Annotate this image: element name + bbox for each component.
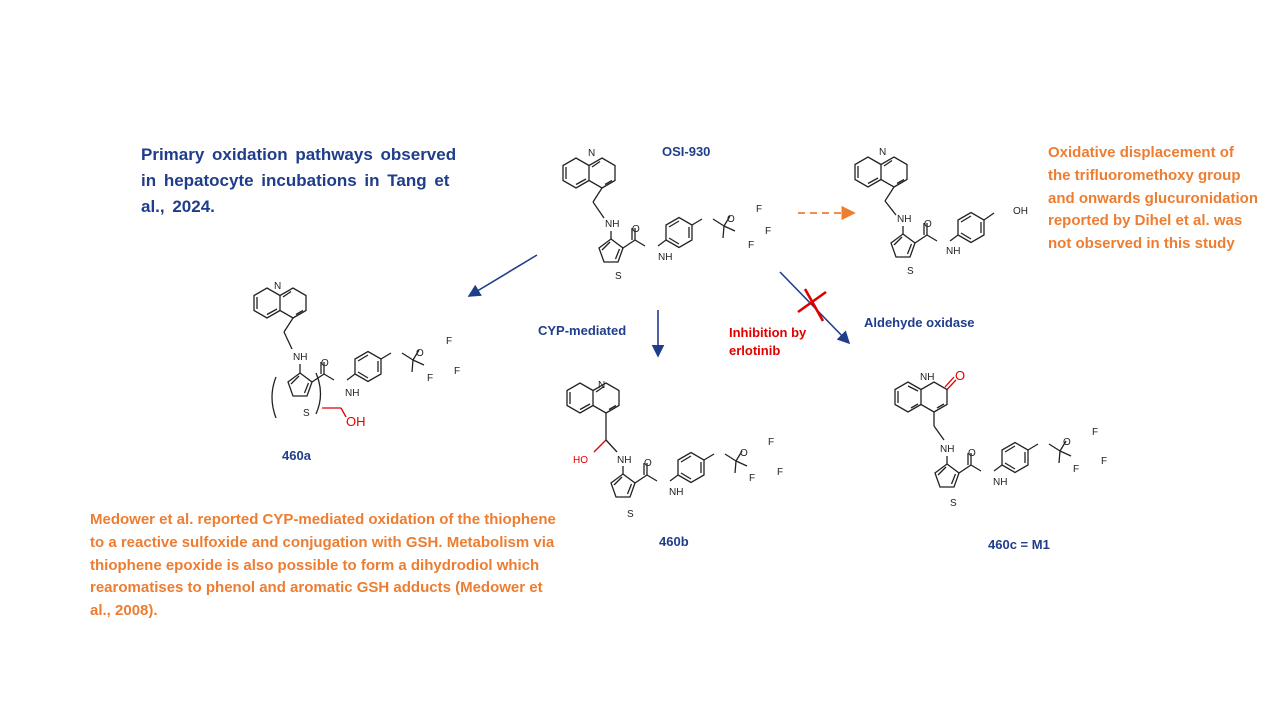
460b-thiophene-s: S (627, 509, 634, 520)
460b-structure: N HO NH S O NH O F F F (566, 380, 783, 520)
phenol-oh: OH (1013, 206, 1028, 217)
460b-amine-nh: NH (617, 455, 631, 466)
phenol-quinoline-n: N (879, 147, 886, 158)
osi930-carbonyl-o: O (632, 224, 640, 235)
460b-quinoline-n: N (598, 380, 605, 391)
460c-amide-o: O (968, 448, 976, 459)
460a-f1: F (446, 336, 452, 347)
phenol-amide-nh: NH (946, 246, 960, 257)
460a-hydroxyl: OH (346, 414, 366, 429)
460b-amide-nh: NH (669, 487, 683, 498)
osi930-f3: F (748, 240, 754, 251)
460c-ether-o: O (1063, 437, 1071, 448)
arrow-to-460a (467, 254, 538, 297)
phenol-thiophene-s: S (907, 266, 914, 277)
460b-f2: F (777, 467, 783, 478)
page-title: Primary oxidation pathways observed in h… (141, 145, 457, 216)
460c-carbonyl-o: O (955, 368, 965, 383)
460a-carbonyl-o: O (321, 358, 329, 369)
osi930-amine-nh: NH (605, 219, 619, 230)
460b-carbonyl-o: O (644, 458, 652, 469)
osi930-thiophene-s: S (615, 271, 622, 282)
osi930-f2: F (765, 226, 771, 237)
460a-thiophene-s: S (303, 408, 310, 419)
phenol-carbonyl-o: O (924, 219, 932, 230)
460b-f3: F (749, 473, 755, 484)
460c-thiophene-s: S (950, 498, 957, 509)
460a-f3: F (427, 373, 433, 384)
label-osi-930: OSI-930 (662, 144, 711, 159)
460b-f1: F (768, 437, 774, 448)
osi930-ether-o: O (727, 214, 735, 225)
460a-amine-nh: NH (293, 352, 307, 363)
osi930-f1: F (756, 204, 762, 215)
460a-quinoline-n: N (274, 281, 281, 292)
medower-note: Medower et al. reported CYP-mediated oxi… (90, 511, 556, 620)
label-460c: 460c = M1 (988, 537, 1050, 552)
460c-amide-nh: NH (993, 477, 1007, 488)
label-aldehyde-oxidase: Aldehyde oxidase (864, 315, 975, 330)
dihel-note: Oxidative displacement of the trifluorom… (1048, 144, 1258, 253)
osi-930-structure: N NH S O NH O F F F (562, 148, 771, 282)
460a-structure: N NH S O NH O F F F OH (253, 281, 460, 429)
label-460b: 460b (659, 534, 689, 549)
label-460a: 460a (282, 448, 311, 463)
inhibition-cross-icon (797, 288, 827, 322)
460c-amine-nh: NH (940, 444, 954, 455)
osi930-amide-nh: NH (658, 252, 672, 263)
label-inhibition: Inhibition by erlotinib (729, 325, 807, 358)
460a-f2: F (454, 366, 460, 377)
460a-ether-o: O (416, 348, 424, 359)
460b-hydroxyl: HO (573, 455, 588, 466)
460b-ether-o: O (740, 448, 748, 459)
phenol-metabolite-structure: N NH S O NH OH (854, 147, 1028, 277)
label-cyp-mediated: CYP-mediated (538, 323, 627, 338)
460a-amide-nh: NH (345, 388, 359, 399)
phenol-amine-nh: NH (897, 214, 911, 225)
osi930-quinoline-n: N (588, 148, 595, 159)
460c-f2: F (1101, 456, 1107, 467)
460c-f1: F (1092, 427, 1098, 438)
460c-lactam-nh: NH (920, 372, 934, 383)
460c-structure: NH O NH S O NH O F F F (894, 368, 1107, 509)
460c-f3: F (1073, 464, 1079, 475)
